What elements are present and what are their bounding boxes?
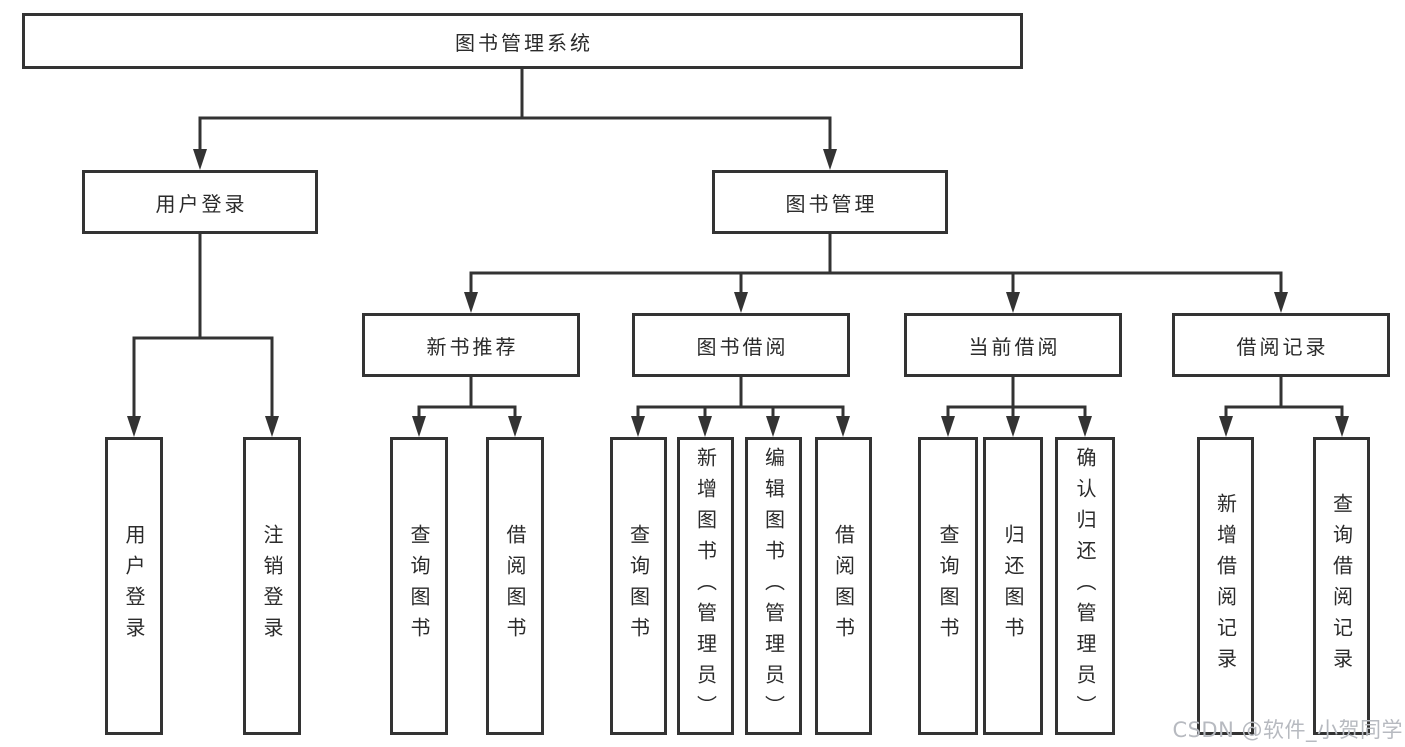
connector-current-to-leaves <box>941 375 1092 437</box>
node-book-management: 图书管理 <box>712 170 948 234</box>
connector-recommend-to-leaves <box>412 375 522 437</box>
leaf-records-query-record: 查询借阅记录 <box>1313 437 1370 735</box>
leaf-logout: 注销登录 <box>243 437 301 735</box>
leaf-borrow-borrow-books: 借阅图书 <box>815 437 872 735</box>
node-user-login: 用户登录 <box>82 170 318 234</box>
leaf-borrow-edit-books-admin: 编辑图书（管理员） <box>745 437 802 735</box>
leaf-current-return-books: 归还图书 <box>983 437 1043 735</box>
leaf-current-confirm-return-admin: 确认归还（管理员） <box>1055 437 1115 735</box>
leaf-borrow-add-books-admin: 新增图书（管理员） <box>677 437 734 735</box>
node-book-borrow: 图书借阅 <box>632 313 850 377</box>
leaf-current-query-books: 查询图书 <box>918 437 978 735</box>
connector-login-to-leaves <box>127 232 279 437</box>
leaf-recommend-borrow-books: 借阅图书 <box>486 437 544 735</box>
node-current-borrow: 当前借阅 <box>904 313 1122 377</box>
leaf-records-add-record: 新增借阅记录 <box>1197 437 1254 735</box>
leaf-user-login: 用户登录 <box>105 437 163 735</box>
watermark: CSDN @软件_小贺同学 <box>1172 718 1403 742</box>
node-root-system: 图书管理系统 <box>22 13 1023 69</box>
leaf-recommend-query-books: 查询图书 <box>390 437 448 735</box>
node-new-book-recommend: 新书推荐 <box>362 313 580 377</box>
leaf-borrow-query-books: 查询图书 <box>610 437 667 735</box>
connector-records-to-leaves <box>1219 375 1349 437</box>
node-borrow-records: 借阅记录 <box>1172 313 1390 377</box>
connector-root-to-level2 <box>193 67 837 170</box>
connector-borrow-to-leaves <box>631 375 850 437</box>
connector-manage-to-level3 <box>464 232 1288 313</box>
